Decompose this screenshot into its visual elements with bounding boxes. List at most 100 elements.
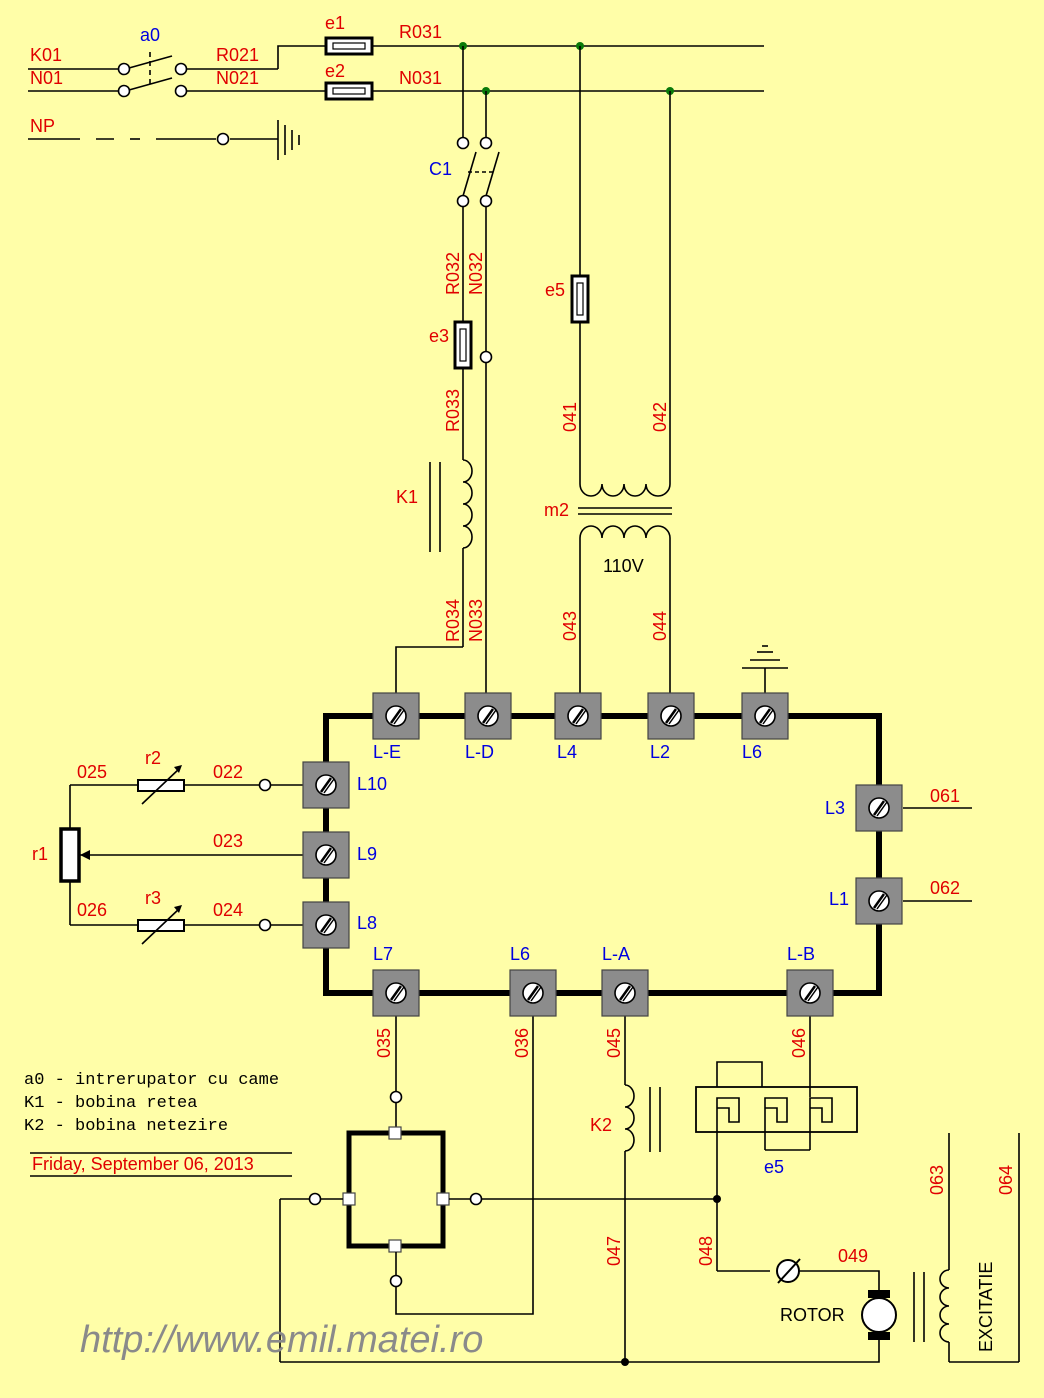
label-r1: r1 xyxy=(32,844,48,864)
terminal-label-l4: L4 xyxy=(557,742,577,762)
label-r021: R021 xyxy=(216,45,259,65)
coil-k1 xyxy=(395,459,473,693)
excitation-winding xyxy=(913,1133,1020,1363)
label-064: 064 xyxy=(996,1165,1016,1195)
legend-line-2: K1 - bobina retea xyxy=(24,1094,197,1113)
terminal-label-l-d: L-D xyxy=(465,742,494,762)
label-r3: r3 xyxy=(145,888,161,908)
label-n01: N01 xyxy=(30,68,63,88)
ground-icon xyxy=(742,645,788,693)
terminal-block xyxy=(554,692,602,740)
label-043: 043 xyxy=(560,611,580,641)
label-049: 049 xyxy=(838,1246,868,1266)
terminal-label-l6-top: L6 xyxy=(742,742,762,762)
terminal-block xyxy=(372,692,420,740)
label-026: 026 xyxy=(77,900,107,920)
terminal-label-l-b: L-B xyxy=(787,944,815,964)
label-023: 023 xyxy=(213,831,243,851)
date-label: Friday, September 06, 2013 xyxy=(32,1154,254,1174)
fuse-e3 xyxy=(453,320,493,693)
terminal-block xyxy=(372,969,420,1017)
label-m2: m2 xyxy=(544,500,569,520)
label-110v: 110V xyxy=(603,556,644,576)
label-n031: N031 xyxy=(399,68,442,88)
terminal-label-l9: L9 xyxy=(357,844,377,864)
rheostat-section xyxy=(59,765,303,945)
label-np: NP xyxy=(30,116,55,136)
cam-switch-a0 xyxy=(117,52,188,98)
label-024: 024 xyxy=(213,900,243,920)
transformer-m2 xyxy=(570,46,672,693)
terminal-block xyxy=(647,692,695,740)
label-n021: N021 xyxy=(216,68,259,88)
label-excitatie: EXCITATIE xyxy=(976,1262,996,1352)
terminal-block xyxy=(741,692,789,740)
junction-dot xyxy=(621,1358,629,1366)
label-rotor: ROTOR xyxy=(780,1305,845,1325)
bridge-rectifier xyxy=(279,1016,717,1362)
fuse-e1 xyxy=(324,36,374,56)
rotor-circuit xyxy=(280,1258,897,1363)
terminal-label-l8: L8 xyxy=(357,913,377,933)
terminal-block xyxy=(302,831,350,879)
label-e3: e3 xyxy=(429,326,449,346)
terminal-label-l1: L1 xyxy=(829,889,849,909)
label-048: 048 xyxy=(696,1236,716,1266)
label-044: 044 xyxy=(650,611,670,641)
label-061: 061 xyxy=(930,786,960,806)
label-e2: e2 xyxy=(325,61,345,81)
contactor-c1 xyxy=(456,46,500,351)
label-r034: R034 xyxy=(443,599,463,642)
label-046: 046 xyxy=(789,1028,809,1058)
terminal-label-l10: L10 xyxy=(357,774,387,794)
terminal-block xyxy=(464,692,512,740)
label-035: 035 xyxy=(374,1028,394,1058)
terminal-label-l-e: L-E xyxy=(373,742,401,762)
label-036: 036 xyxy=(512,1028,532,1058)
label-c1: C1 xyxy=(429,159,452,179)
label-r032: R032 xyxy=(443,252,463,295)
terminal-block xyxy=(601,969,649,1017)
terminal-block xyxy=(855,784,903,832)
supply-lines xyxy=(28,45,764,160)
label-r031: R031 xyxy=(399,22,442,42)
coil-k2 xyxy=(624,1016,661,1362)
label-k2: K2 xyxy=(590,1115,612,1135)
website-url: http://www.emil.matei.ro xyxy=(80,1319,483,1361)
terminal-block xyxy=(855,877,903,925)
label-e5-bottom: e5 xyxy=(764,1157,784,1177)
terminal-block xyxy=(302,901,350,949)
label-k1: K1 xyxy=(396,487,418,507)
label-063: 063 xyxy=(927,1165,947,1195)
label-n032: N032 xyxy=(466,252,486,295)
label-e1: e1 xyxy=(325,13,345,33)
label-a0: a0 xyxy=(140,25,160,45)
terminal-block xyxy=(302,761,350,809)
overload-relay-e5 xyxy=(695,1016,858,1271)
label-041: 041 xyxy=(560,402,580,432)
label-022: 022 xyxy=(213,762,243,782)
label-042: 042 xyxy=(650,402,670,432)
terminal-label-l3: L3 xyxy=(825,798,845,818)
label-062: 062 xyxy=(930,878,960,898)
label-r033: R033 xyxy=(443,389,463,432)
label-e5-top: e5 xyxy=(545,280,565,300)
junction-dot xyxy=(713,1195,721,1203)
legend-line-1: a0 - intrerupator cu came xyxy=(24,1071,279,1090)
terminal-block xyxy=(786,969,834,1017)
terminal-label-l-a: L-A xyxy=(602,944,630,964)
terminal-block xyxy=(509,969,557,1017)
label-025: 025 xyxy=(77,762,107,782)
label-k01: K01 xyxy=(30,45,62,65)
terminal-label-l6-bottom: L6 xyxy=(510,944,530,964)
terminal-label-l2: L2 xyxy=(650,742,670,762)
terminal-label-l7: L7 xyxy=(373,944,393,964)
label-045: 045 xyxy=(604,1028,624,1058)
label-n033: N033 xyxy=(466,599,486,642)
fuse-e2 xyxy=(324,81,374,101)
label-047: 047 xyxy=(604,1236,624,1266)
label-r2: r2 xyxy=(145,748,161,768)
legend-line-3: K2 - bobina netezire xyxy=(24,1117,228,1136)
